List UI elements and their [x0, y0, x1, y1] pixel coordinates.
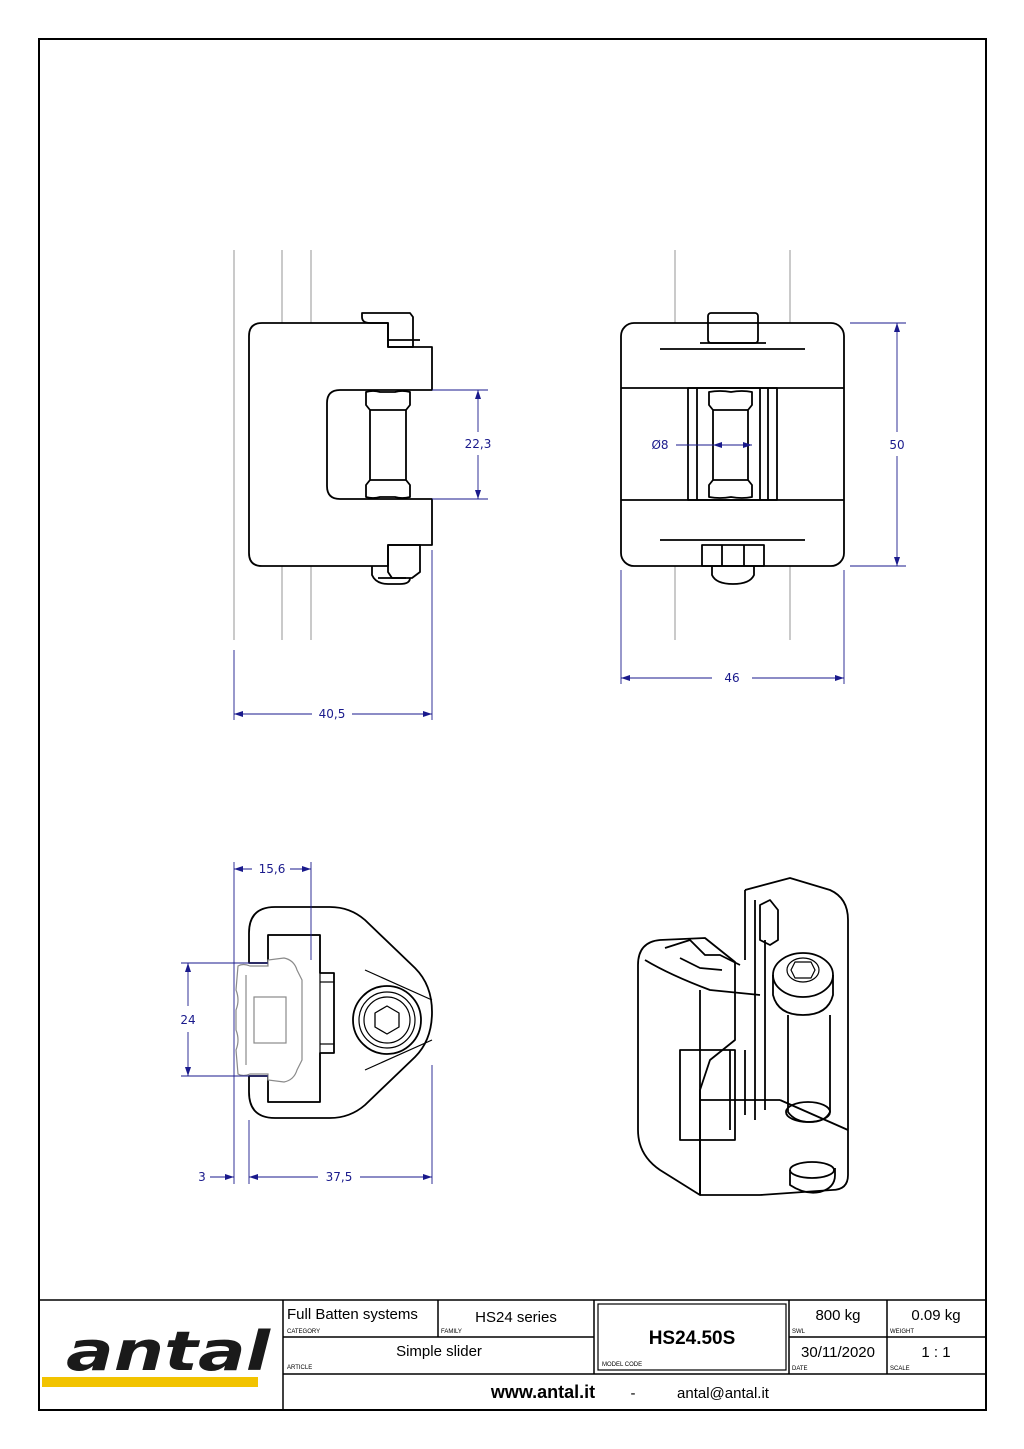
dim-top-depth: 37,5 [326, 1170, 353, 1184]
dim-top-offset: 15,6 [259, 862, 286, 876]
antal-logo: antal [66, 1320, 272, 1383]
category-label: CATEGORY [287, 1329, 320, 1335]
logo-underline [42, 1377, 258, 1387]
side-view [620, 250, 845, 640]
article-value: Simple slider [396, 1343, 482, 1360]
scale-value: 1 : 1 [921, 1344, 950, 1361]
footer-separator: - [631, 1385, 636, 1402]
title-block [39, 1299, 986, 1410]
category-value: Full Batten systems [287, 1306, 418, 1323]
dim-side-width: 46 [724, 671, 739, 685]
sheet-border [38, 38, 987, 1411]
top-view-dimensions [181, 862, 433, 1184]
dim-front-width: 40,5 [319, 707, 346, 721]
weight-label: WEIGHT [890, 1329, 914, 1335]
date-label: DATE [792, 1366, 808, 1372]
dim-top-flange: 3 [198, 1170, 206, 1184]
dim-pin-diameter: Ø8 [651, 438, 668, 452]
model-code-label: MODEL CODE [602, 1362, 642, 1368]
swl-value: 800 kg [815, 1307, 860, 1324]
swl-label: SWL [792, 1329, 806, 1335]
website-link[interactable]: www.antal.it [490, 1382, 595, 1402]
dim-top-height: 24 [180, 1013, 195, 1027]
email-link[interactable]: antal@antal.it [677, 1385, 770, 1402]
batten-profile [235, 957, 303, 1083]
family-label: FAMILY [441, 1329, 462, 1335]
weight-value: 0.09 kg [911, 1307, 960, 1324]
date-value: 30/11/2020 [801, 1344, 875, 1361]
front-view [233, 250, 433, 640]
model-code-value: HS24.50S [649, 1328, 736, 1349]
side-view-dimensions [620, 322, 906, 684]
family-value: HS24 series [475, 1309, 557, 1326]
scale-label: SCALE [890, 1366, 910, 1372]
front-view-dimensions [233, 389, 488, 720]
dim-gap-height: 22,3 [465, 437, 492, 451]
isometric-view [637, 877, 849, 1196]
article-label: ARTICLE [287, 1365, 312, 1371]
dim-side-height: 50 [889, 438, 904, 452]
